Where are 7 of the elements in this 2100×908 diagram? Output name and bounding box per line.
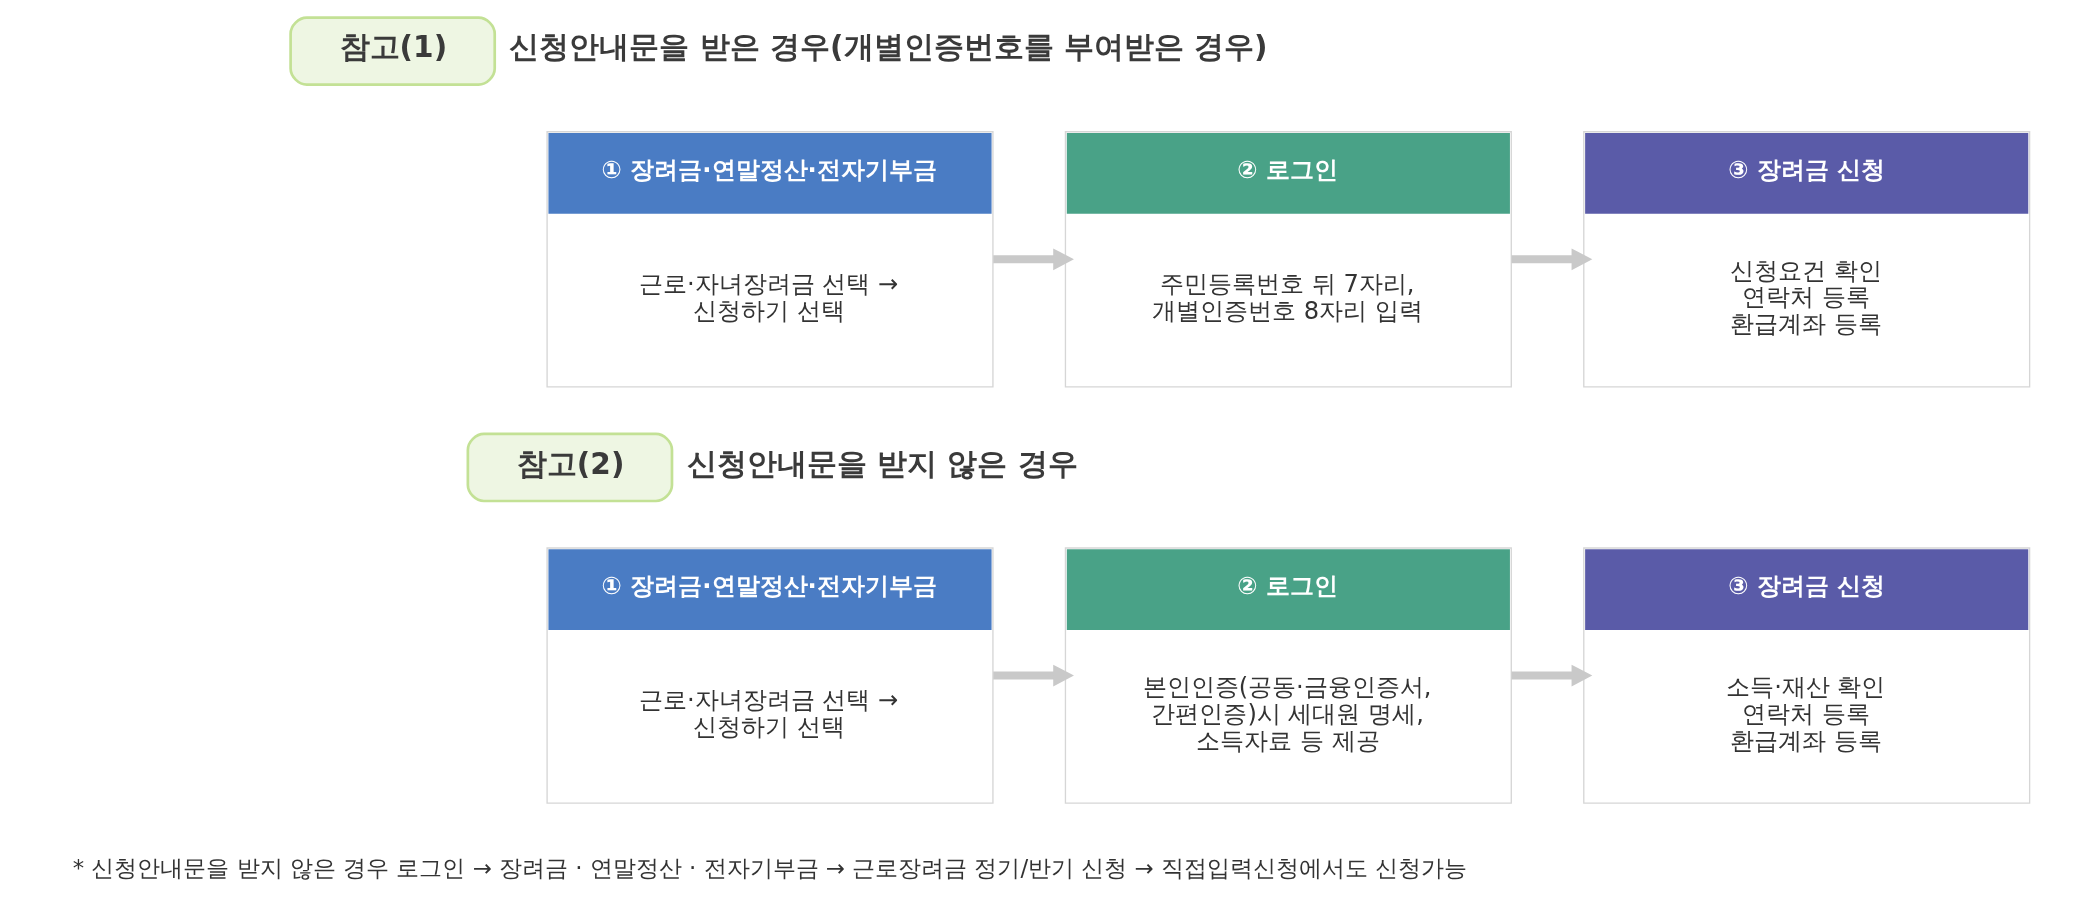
label: * 신청안내문을 받지 않은 경우 로그인 → 장려금 · 연말정산 · 전자기부금 → 근로장려금 정기/반기 신청 → 직접입력신청에서도 신청가능: [72, 854, 1468, 881]
arrow: [993, 664, 1074, 687]
arrow: [993, 248, 1074, 271]
node-label: 신청안내문을 받지 않은 경우: [686, 446, 1078, 481]
arrow: [1511, 248, 1593, 271]
node-label: 신청안내문을 받은 경우(개별인증번호를 부여받은 경우): [509, 30, 1268, 65]
arrow: [1511, 664, 1593, 687]
